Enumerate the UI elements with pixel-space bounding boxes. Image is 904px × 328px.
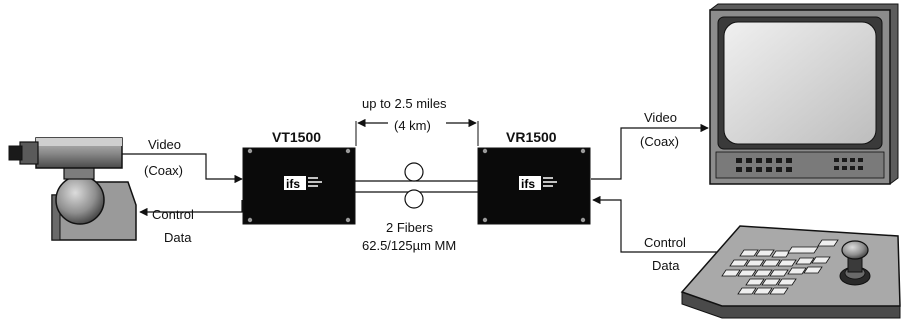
transmitter-logo: ifs (286, 177, 300, 191)
camera-video-sublabel: (Coax) (144, 163, 183, 178)
camera-control-link (139, 200, 243, 217)
monitor-video-label: Video (644, 110, 677, 125)
monitor-data-label: Data (652, 258, 680, 273)
fiber-type-label: 62.5/125µm MM (362, 238, 456, 253)
receiver-logo: ifs (521, 177, 535, 191)
receiver-title: VR1500 (506, 129, 557, 145)
camera-video-link (122, 153, 243, 184)
camera-data-label: Data (164, 230, 192, 245)
monitor-video-sublabel: (Coax) (640, 134, 679, 149)
distance-sublabel: (4 km) (394, 118, 431, 133)
fiber-count-label: 2 Fibers (386, 220, 433, 235)
transmitter-box: ifs (242, 147, 356, 225)
receiver-box: ifs (477, 147, 591, 225)
fiber-spool-icon (404, 162, 424, 209)
camera-icon (8, 137, 137, 241)
monitor-control-label: Control (644, 235, 686, 250)
monitor-video-link (591, 123, 709, 180)
camera-control-label: Control (152, 207, 194, 222)
monitor-control-link (592, 195, 720, 253)
monitor-icon (709, 3, 899, 185)
transmitter-title: VT1500 (272, 129, 321, 145)
keyboard-icon (680, 225, 901, 319)
distance-label: up to 2.5 miles (362, 96, 447, 111)
camera-video-label: Video (148, 137, 181, 152)
